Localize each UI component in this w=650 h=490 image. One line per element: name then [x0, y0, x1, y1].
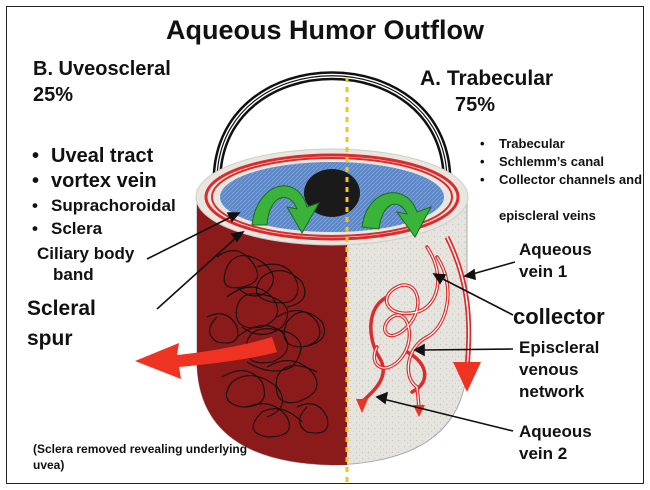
list-item-vortex-vein: vortex vein — [29, 169, 176, 194]
uveoscleral-list: Uveal tract vortex vein Suprachoroidal S… — [29, 144, 176, 240]
uveoscleral-heading: B. Uveoscleral — [33, 57, 171, 81]
list-item-schlemms-canal: Schlemm’s canal — [477, 153, 642, 171]
pointer-episcleral — [421, 349, 513, 350]
label-episcleral: Episcleral — [519, 337, 599, 358]
label-collector: collector — [513, 303, 605, 331]
list-item-uveal-tract: Uveal tract — [29, 144, 176, 169]
label-aqueous-vein-1b: vein 1 — [519, 261, 567, 282]
label-aqueous-vein-2a: Aqueous — [519, 421, 592, 442]
footnote-line-2: uvea) — [33, 457, 64, 473]
figure-frame: Aqueous Humor Outflow B. Uveoscleral 25%… — [6, 6, 644, 484]
pointer-aqueous-vein-1 — [469, 262, 515, 275]
trabecular-heading: A. Trabecular — [420, 67, 553, 91]
list-item-suprachoroidal: Suprachoroidal — [29, 194, 176, 217]
uveoscleral-percent: 25% — [33, 83, 73, 107]
episcleral-veins-text: episcleral veins — [499, 207, 596, 225]
label-network: network — [519, 381, 584, 402]
label-venous: venous — [519, 359, 579, 380]
list-item-trabecular: Trabecular — [477, 135, 642, 153]
label-aqueous-vein-1a: Aqueous — [519, 239, 592, 260]
label-aqueous-vein-2b: vein 2 — [519, 443, 567, 464]
footnote-line-1: (Sclera removed revealing underlying — [33, 441, 247, 457]
trabecular-percent: 75% — [455, 93, 495, 117]
list-item-sclera: Sclera — [29, 217, 176, 240]
list-item-collector-channels: Collector channels and — [477, 171, 642, 189]
trabecular-list: Trabecular Schlemm’s canal Collector cha… — [477, 135, 642, 189]
label-ciliary-body: Ciliary body — [37, 243, 134, 264]
label-spur: spur — [27, 325, 73, 353]
figure-title: Aqueous Humor Outflow — [7, 15, 643, 46]
label-scleral: Scleral — [27, 295, 96, 323]
label-ciliary-band: band — [53, 264, 94, 285]
